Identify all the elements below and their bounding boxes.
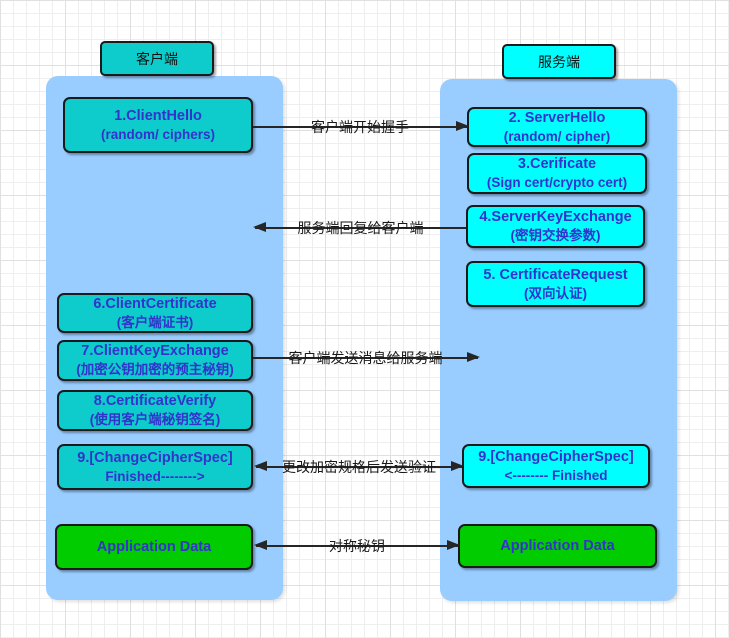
box-title: 8.CertificateVerify — [93, 393, 217, 410]
arrow-line — [256, 545, 458, 547]
box-title: Application Data — [96, 538, 212, 555]
client-lane[interactable] — [46, 76, 283, 600]
box-server-key-exchange[interactable]: 4.ServerKeyExchange (密钥交换参数) — [466, 205, 645, 248]
box-subtitle: (random/ ciphers) — [100, 126, 216, 142]
arrow-label: 客户端发送消息给服务端 — [288, 350, 443, 366]
box-subtitle: (加密公钥加密的预主秘钥) — [76, 362, 234, 378]
arrow-label: 更改加密规格后发送验证 — [282, 459, 436, 475]
box-application-data-server[interactable]: Application Data — [458, 524, 657, 568]
box-title: 6.ClientCertificate — [93, 295, 217, 312]
box-subtitle: (客户端证书) — [116, 314, 194, 330]
box-certificate[interactable]: 3.Cerificate (Sign cert/crypto cert) — [467, 153, 647, 194]
client-header[interactable]: 客户端 — [100, 41, 214, 76]
arrowhead-left-icon — [253, 222, 266, 232]
arrow-label: 客户端开始握手 — [311, 119, 409, 135]
box-application-data-client[interactable]: Application Data — [55, 524, 253, 570]
arrow-line — [256, 466, 462, 468]
arrow-line — [255, 227, 466, 229]
box-title: 9.[ChangeCipherSpec] — [77, 449, 233, 466]
box-client-hello[interactable]: 1.ClientHello (random/ ciphers) — [63, 97, 253, 153]
client-header-label: 客户端 — [136, 50, 178, 67]
box-subtitle: <-------- Finished — [504, 467, 608, 483]
box-title: 4.ServerKeyExchange — [479, 209, 632, 226]
box-subtitle: (双向认证) — [524, 285, 587, 301]
box-client-key-exchange[interactable]: 7.ClientKeyExchange (加密公钥加密的预主秘钥) — [57, 340, 253, 381]
server-header-label: 服务端 — [538, 53, 580, 70]
box-title: 9.[ChangeCipherSpec] — [478, 448, 634, 465]
arrow-line — [253, 357, 478, 359]
box-title: 7.ClientKeyExchange — [81, 343, 229, 360]
arrowhead-right-icon — [447, 540, 460, 550]
box-change-cipher-spec-server[interactable]: 9.[ChangeCipherSpec] <-------- Finished — [462, 444, 650, 488]
arrowhead-right-icon — [467, 352, 480, 362]
box-server-hello[interactable]: 2. ServerHello (random/ cipher) — [467, 107, 647, 147]
arrow-line — [253, 126, 467, 128]
box-subtitle: (使用客户端秘钥签名) — [89, 412, 221, 428]
box-title: Application Data — [500, 537, 615, 554]
arrowhead-right-icon — [451, 461, 464, 471]
arrowhead-left-icon — [254, 461, 267, 471]
box-subtitle: (Sign cert/crypto cert) — [486, 175, 628, 191]
box-change-cipher-spec-client[interactable]: 9.[ChangeCipherSpec] Finished--------> — [57, 444, 253, 490]
box-certificate-verify[interactable]: 8.CertificateVerify (使用客户端秘钥签名) — [57, 390, 253, 431]
box-title: 1.ClientHello — [114, 107, 202, 124]
box-title: 2. ServerHello — [508, 109, 606, 126]
box-title: 3.Cerificate — [517, 156, 597, 173]
box-title: 5. CertificateRequest — [483, 266, 628, 283]
arrow-label: 对称秘钥 — [329, 538, 385, 554]
arrowhead-right-icon — [456, 121, 469, 131]
box-certificate-request[interactable]: 5. CertificateRequest (双向认证) — [466, 261, 645, 307]
box-subtitle: (random/ cipher) — [503, 128, 611, 144]
box-subtitle: Finished--------> — [105, 468, 205, 484]
box-subtitle: (密钥交换参数) — [510, 228, 601, 244]
arrowhead-left-icon — [254, 540, 267, 550]
arrow-label: 服务端回复给客户端 — [297, 220, 424, 236]
server-header[interactable]: 服务端 — [502, 44, 616, 79]
box-client-certificate[interactable]: 6.ClientCertificate (客户端证书) — [57, 293, 253, 333]
